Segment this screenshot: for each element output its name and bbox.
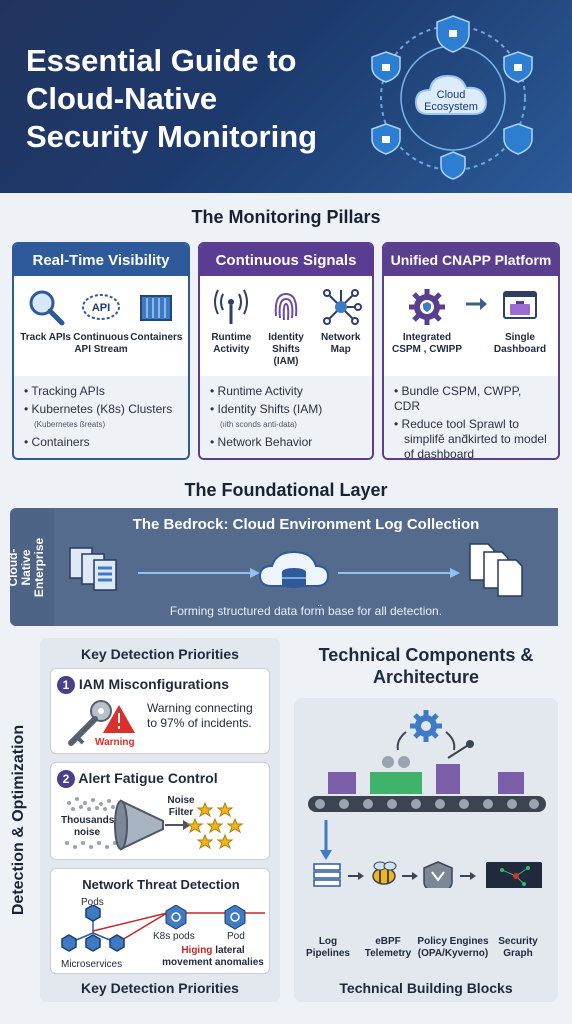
api-stream-label: Continuous API Stream: [73, 332, 129, 355]
magnifier-icon: [29, 290, 65, 326]
structured-documents-icon: [469, 543, 523, 597]
pod-label: Pod: [227, 931, 245, 942]
arrow-right-icon: [466, 298, 487, 310]
log-pipelines-icon: [313, 863, 341, 887]
block-log-pipelines: Log Pipelines: [306, 936, 350, 959]
identity-shifts-label: Identity Shifts (IAM): [268, 332, 304, 367]
detection-side-label: Detection & Optimization: [10, 724, 28, 916]
list-item: • Containers: [24, 435, 90, 449]
architecture-panel: [294, 698, 558, 1002]
log-collection-flow: [69, 543, 523, 597]
architecture-footer: Technical Building Blocks: [339, 980, 513, 996]
pillar-2-title: Continuous Signals: [200, 244, 372, 276]
pillar-unified-cnapp: Unified CNAPP Platform Integrated CSPM ,…: [382, 242, 560, 460]
dashboard-toolbox-icon: [503, 291, 537, 319]
list-item: • Bundle CSPM, CWPP, CDR: [394, 384, 522, 413]
containers-icon: [140, 295, 173, 321]
block-security-graph: Security Graph: [498, 936, 538, 959]
warning-label: Warning: [95, 737, 135, 748]
detection-title: Key Detection Priorities: [81, 646, 239, 662]
bedrock-caption: Forming structured data form̈ base for a…: [169, 604, 443, 618]
pods-label: Pods: [81, 897, 104, 908]
architecture-title: Technical Components & Architecture: [318, 645, 534, 687]
k8s-pods-label: K8s pods: [153, 931, 195, 942]
fingerprint-icon: [274, 292, 298, 321]
card-1-number: 1: [57, 676, 75, 694]
hub-label-1: Cloud: [437, 89, 466, 101]
gear-icon: [410, 710, 442, 742]
network-map-icon: [322, 289, 362, 325]
block-policy-engines: Policy Engines (OPA/Kyverno): [417, 936, 489, 959]
cloud-ecosystem-shield-ring: Cloud Ecosystem: [371, 15, 533, 180]
page-title: Essential Guide to Cloud-Native Security…: [26, 43, 318, 154]
key-warning-icon: [68, 700, 135, 746]
list-item: • Runtime Activity: [210, 384, 303, 398]
block-ebpf: eBPF Telemetry: [364, 936, 412, 959]
foundational-panel: Cloud-Native Enterprise The Bedrock: Clo…: [6, 508, 558, 626]
pillar-1-title: Real-Time Visibility: [14, 244, 188, 276]
hub-label-2: Ecosystem: [424, 101, 478, 113]
hero-banner: Essential Guide to Cloud-Native Security…: [0, 0, 572, 193]
card-1-title: IAM Misconfigurations: [78, 676, 230, 692]
list-item: • Kubernetes (K8s) Clusters: [24, 402, 173, 416]
pillar-real-time-visibility: Real-Time Visibility Track APIs API Cont…: [12, 242, 190, 460]
foundational-title: The Foundational Layer: [184, 480, 388, 500]
card-network-threat: Network Threat Detection Pods K8s pods P…: [50, 868, 270, 974]
containers: Containers: [129, 286, 184, 376]
antenna-icon: [214, 289, 249, 324]
svg-text:API: API: [92, 302, 110, 314]
single-dashboard-label: Single Dashboard: [493, 332, 547, 355]
log-sources-icon: [69, 547, 117, 591]
list-item: • Reduce tool Sprawl to simplifĕ and̆ki…: [394, 417, 547, 460]
pillars-title: The Monitoring Pillars: [191, 207, 381, 227]
enterprise-side-label: Cloud-Native Enterprise: [6, 537, 47, 597]
api-stream-icon: API: [81, 294, 120, 320]
card-2-number: 2: [57, 770, 75, 788]
list-note: (ıith sconds anti-data): [220, 420, 297, 429]
lateral-movement-label: Higing lateral movement anomalies: [162, 945, 264, 968]
thousands-noise-label: Thousands noise: [61, 815, 115, 838]
runtime-activity-label: Runtime Activity: [211, 332, 252, 355]
list-note: (Kubernetes ßreats): [34, 420, 106, 429]
list-item: • Network Behavior: [210, 435, 313, 449]
network-map: Network Map: [313, 286, 368, 376]
k8s-icon: [165, 905, 187, 930]
integrated-cspm: Integrated CSPM , CWIPP: [392, 286, 462, 376]
runtime-activity: Runtime Activity: [204, 286, 259, 376]
noise-filter-diagram: [65, 797, 244, 851]
card-iam-misconfig: 1 IAM Misconfigurations Warning Warning …: [50, 668, 270, 754]
api-stream: API Continuous API Stream: [73, 286, 129, 376]
network-threat-diagram: [61, 905, 265, 952]
cloud-database-icon: [258, 550, 330, 588]
card-1-text: Warning connecting to 97% of incidents.: [147, 701, 253, 730]
detection-footer: Key Detection Priorities: [81, 980, 239, 996]
list-item: • Identity Shifts (IAM): [210, 402, 323, 416]
policy-engine-icon: [423, 861, 453, 888]
track-apis: Track APIs: [18, 286, 73, 376]
identity-shifts: Identity Shifts (IAM): [259, 286, 314, 376]
single-dashboard: Single Dashboard: [490, 286, 550, 376]
gear-shield-icon: [409, 289, 445, 325]
containers-label: Containers: [130, 332, 183, 343]
ebpf-bee-icon: [372, 861, 397, 885]
pillar-3-title: Unified CNAPP Platform: [384, 244, 558, 276]
conveyor-assembly-diagram: [308, 710, 546, 888]
security-graph-icon: [486, 862, 542, 888]
card-alert-fatigue: 2 Alert Fatigue Control Thousands noise …: [50, 762, 270, 860]
integrated-cspm-label: Integrated CSPM , CWIPP: [392, 332, 463, 355]
card-2-title: Alert Fatigue Control: [78, 770, 218, 786]
k8s-icon: [224, 905, 246, 930]
network-map-label: Network Map: [320, 332, 361, 355]
track-apis-label: Track APIs: [20, 332, 71, 343]
card-3-title: Network Threat Detection: [82, 877, 240, 892]
list-item: • Tracking APIs: [24, 384, 105, 398]
noise-filter-label: Noise Filter: [167, 795, 195, 818]
pillar-continuous-signals: Continuous Signals Runtime Activity Iden…: [198, 242, 374, 460]
microservices-label: Microservices: [61, 959, 123, 970]
bedrock-title: The Bedrock: Cloud Environment Log Colle…: [132, 516, 480, 533]
